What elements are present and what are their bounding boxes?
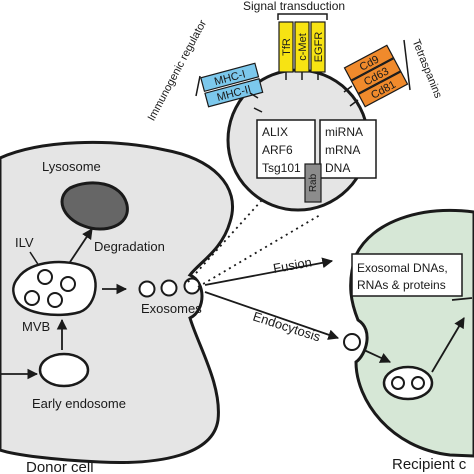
endosome-to-cargo-arrow	[431, 317, 465, 373]
recipient-endosome	[382, 365, 434, 401]
lysosome	[60, 181, 129, 231]
tetraspanins-label: Tetraspanins	[410, 38, 445, 101]
marker-cd81	[357, 70, 409, 108]
immunogenic-regulator-label: Immunogenic regulator	[146, 18, 210, 123]
nucleic-box	[319, 119, 377, 179]
lysosome-label: Lysosome	[42, 159, 101, 174]
rab-box	[304, 163, 322, 203]
exosome	[138, 280, 156, 298]
donor-cell-label: Donor cell	[26, 459, 94, 474]
ilv-vesicle	[37, 269, 53, 285]
exosome	[160, 279, 178, 297]
degradation-arrow	[69, 228, 93, 263]
marker-mhc-ii	[204, 78, 264, 108]
protein-tsg101: Tsg101	[262, 161, 301, 175]
exosomes-label: Exosomes	[141, 301, 202, 316]
zoom-line	[187, 199, 263, 283]
tetraspanin-markers: Cd9 Cd63 Cd81	[343, 44, 409, 108]
cargo-to-membrane-arrow	[451, 297, 473, 301]
fusion-arrow	[204, 257, 334, 286]
marker-cd9	[343, 44, 395, 82]
exosome	[183, 277, 201, 295]
mhc-bracket	[195, 75, 201, 97]
mvb-label: MVB	[22, 319, 50, 334]
marker-egfr-label: EGFR	[313, 32, 325, 63]
recipient-cell-label: Recipient c	[392, 456, 467, 473]
cargo-line-2: RNAs & proteins	[357, 278, 446, 292]
rab-label: Rab	[308, 173, 319, 192]
recipient-endosome-exosome	[391, 376, 405, 390]
ilv-vesicle	[60, 276, 76, 292]
endocytosis-arrow	[204, 291, 340, 340]
ilv-vesicle	[47, 292, 63, 308]
marker-cd63	[350, 57, 402, 95]
internalizing-exosome	[343, 333, 361, 351]
early-endosome	[38, 352, 90, 388]
marker-cmet-label: c-Met	[297, 33, 309, 61]
ilv-vesicle	[24, 290, 40, 306]
fusion-label: Fusion	[272, 254, 313, 276]
nucleic-dna: DNA	[325, 161, 350, 175]
signal-markers: TfR c-Met EGFR	[278, 21, 326, 80]
cargo-box	[351, 253, 463, 297]
protein-arf6: ARF6	[262, 143, 293, 157]
signal-bracket	[277, 13, 328, 20]
protein-alix: ALIX	[262, 125, 288, 139]
tetraspanins-bracket	[403, 39, 411, 91]
endocytosis-label: Endocytosis	[251, 309, 323, 345]
marker-mhc-i	[200, 62, 260, 93]
degradation-label: Degradation	[94, 239, 165, 254]
cargo-line-1: Exosomal DNAs,	[357, 261, 448, 275]
internalize-arrow	[363, 349, 391, 363]
ilv-label: ILV	[15, 235, 34, 250]
nucleic-mrna: mRNA	[325, 143, 360, 157]
marker-tfr-label: TfR	[281, 38, 293, 56]
nucleic-mirna: miRNA	[325, 125, 363, 139]
early-endosome-label: Early endosome	[32, 396, 126, 411]
signal-transduction-label: Signal transduction	[243, 0, 345, 13]
recipient-endosome-exosome	[411, 376, 425, 390]
